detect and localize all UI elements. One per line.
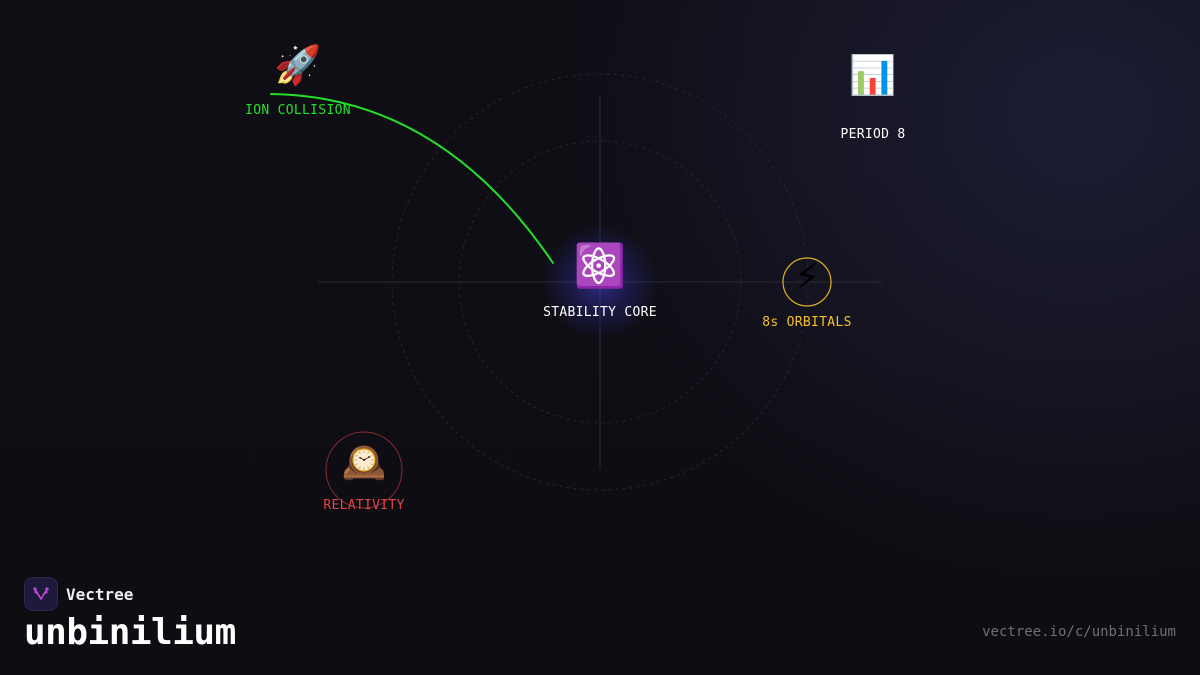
tree-fork-icon bbox=[33, 587, 49, 601]
node-label-ion-collision: ION COLLISION bbox=[245, 103, 351, 118]
node-relativity[interactable]: 🕰️ RELATIVITY bbox=[323, 431, 404, 513]
node-label-8s-orbitals: 8s ORBITALS bbox=[762, 315, 851, 330]
vectree-logo-icon bbox=[24, 577, 58, 611]
page-title: unbinilium bbox=[24, 612, 236, 653]
brand-name: Vectree bbox=[66, 584, 134, 604]
node-ion-collision[interactable]: 🚀 ION COLLISION bbox=[245, 43, 351, 118]
node-period-8[interactable]: 📊 PERIOD 8 bbox=[840, 53, 905, 142]
bar-chart-icon: 📊 bbox=[849, 53, 896, 97]
lightning-icon: ⚡ bbox=[794, 255, 821, 299]
edge-layer bbox=[270, 93, 554, 264]
brand[interactable]: Vectree bbox=[24, 577, 133, 611]
stability-core-glow bbox=[542, 224, 658, 340]
orbitals-ring bbox=[782, 257, 832, 307]
node-label-period-8: PERIOD 8 bbox=[840, 127, 905, 142]
node-label-stability-core: STABILITY CORE bbox=[543, 305, 657, 320]
node-8s-orbitals[interactable]: ⚡ 8s ORBITALS bbox=[762, 255, 851, 330]
mantelpiece-clock-icon: 🕰️ bbox=[342, 442, 387, 483]
node-label-relativity: RELATIVITY bbox=[323, 498, 404, 513]
atom-icon: ⚛️ bbox=[574, 241, 626, 290]
rocket-icon: 🚀 bbox=[274, 43, 321, 87]
page-url[interactable]: vectree.io/c/unbinilium bbox=[982, 624, 1176, 640]
node-stability-core[interactable]: ⚛️ STABILITY CORE bbox=[543, 241, 657, 320]
relativity-ring bbox=[325, 431, 403, 509]
edge-ion-collision-to-stability-core bbox=[270, 93, 554, 264]
